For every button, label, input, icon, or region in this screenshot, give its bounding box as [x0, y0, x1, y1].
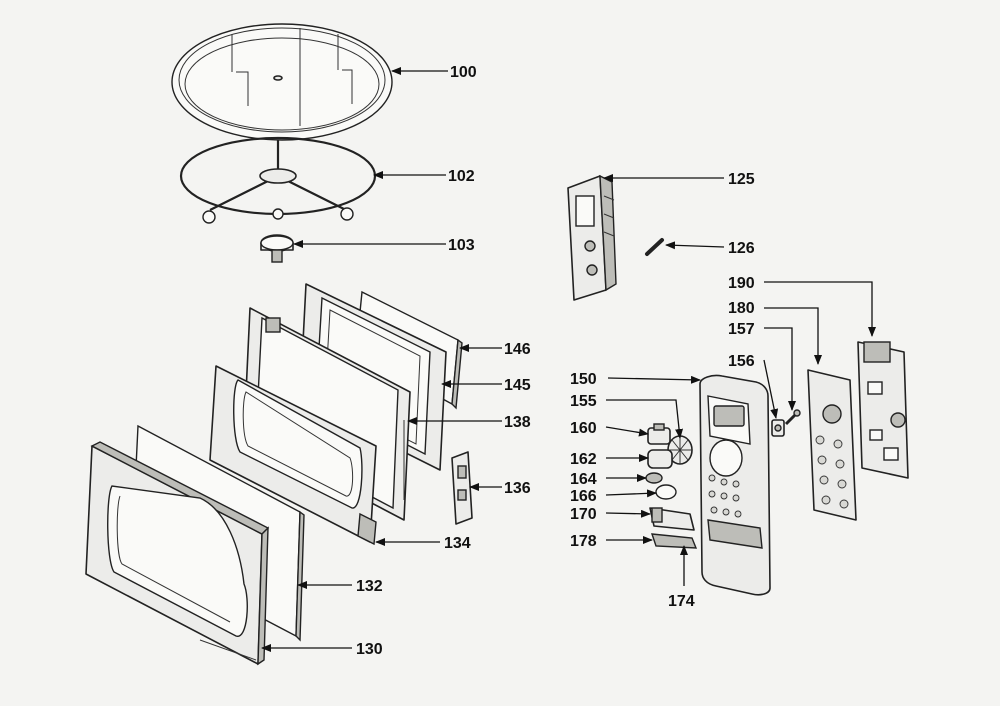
label-166: 166	[570, 488, 597, 505]
rotary-encoder	[771, 419, 785, 437]
door-open-button	[649, 507, 695, 531]
door-release-lever	[650, 533, 698, 549]
control-panel-housing	[699, 374, 771, 596]
label-138: 138	[504, 414, 531, 431]
label-103: 103	[448, 237, 475, 254]
label-174: 174	[668, 593, 695, 610]
door-outer-panel	[85, 441, 270, 666]
part-number-labels: 100 102 103 125 126 190 180 157 156 150 …	[356, 64, 755, 658]
label-155: 155	[570, 393, 597, 410]
label-134: 134	[444, 535, 471, 552]
glass-turntable-tray	[171, 23, 393, 141]
label-130: 130	[356, 641, 383, 658]
door-frame	[209, 365, 377, 546]
label-132: 132	[356, 578, 383, 595]
label-160: 160	[570, 420, 597, 437]
label-136: 136	[504, 480, 531, 497]
label-145: 145	[504, 377, 531, 394]
switch-holder	[567, 174, 617, 301]
turntable-roller-ring	[179, 136, 377, 224]
hinge-pin	[645, 238, 664, 256]
keypad-circuit-board	[807, 369, 857, 521]
turntable-coupler	[260, 234, 294, 263]
label-150: 150	[570, 371, 597, 388]
label-100: 100	[450, 64, 477, 81]
label-146: 146	[504, 341, 531, 358]
label-180: 180	[728, 300, 755, 317]
main-circuit-board	[857, 341, 909, 479]
label-102: 102	[448, 168, 475, 185]
button-cap-round	[655, 484, 677, 500]
label-190: 190	[728, 275, 755, 292]
knob-cap	[647, 449, 673, 469]
label-156: 156	[728, 353, 755, 370]
label-126: 126	[728, 240, 755, 257]
label-164: 164	[570, 471, 597, 488]
control-knob	[647, 423, 671, 445]
leader-lines	[261, 67, 876, 652]
button-cap-small	[645, 472, 663, 484]
label-170: 170	[570, 506, 597, 523]
label-178: 178	[570, 533, 597, 550]
label-157: 157	[728, 321, 755, 338]
label-162: 162	[570, 451, 597, 468]
label-125: 125	[728, 171, 755, 188]
mounting-screw	[784, 409, 801, 426]
door-latch	[451, 451, 473, 525]
